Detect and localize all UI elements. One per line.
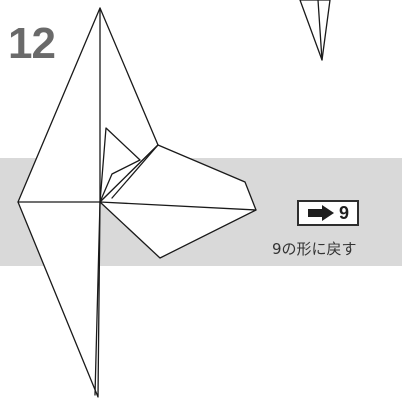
right-arrow-icon xyxy=(307,205,334,221)
step-number: 12 xyxy=(8,19,56,68)
wing-flap xyxy=(99,144,257,259)
reference-step-number: 9 xyxy=(338,203,349,223)
model-lower-fold xyxy=(94,201,101,396)
go-to-step-reference: 9 xyxy=(297,200,359,226)
previous-step-fold-line xyxy=(317,0,323,61)
instruction-caption: 9の形に戻す xyxy=(272,240,357,258)
wing-fold-line xyxy=(99,201,257,211)
inner-flap xyxy=(99,127,141,203)
wing-inner-fold xyxy=(111,144,159,199)
previous-step-fragment xyxy=(299,0,331,61)
